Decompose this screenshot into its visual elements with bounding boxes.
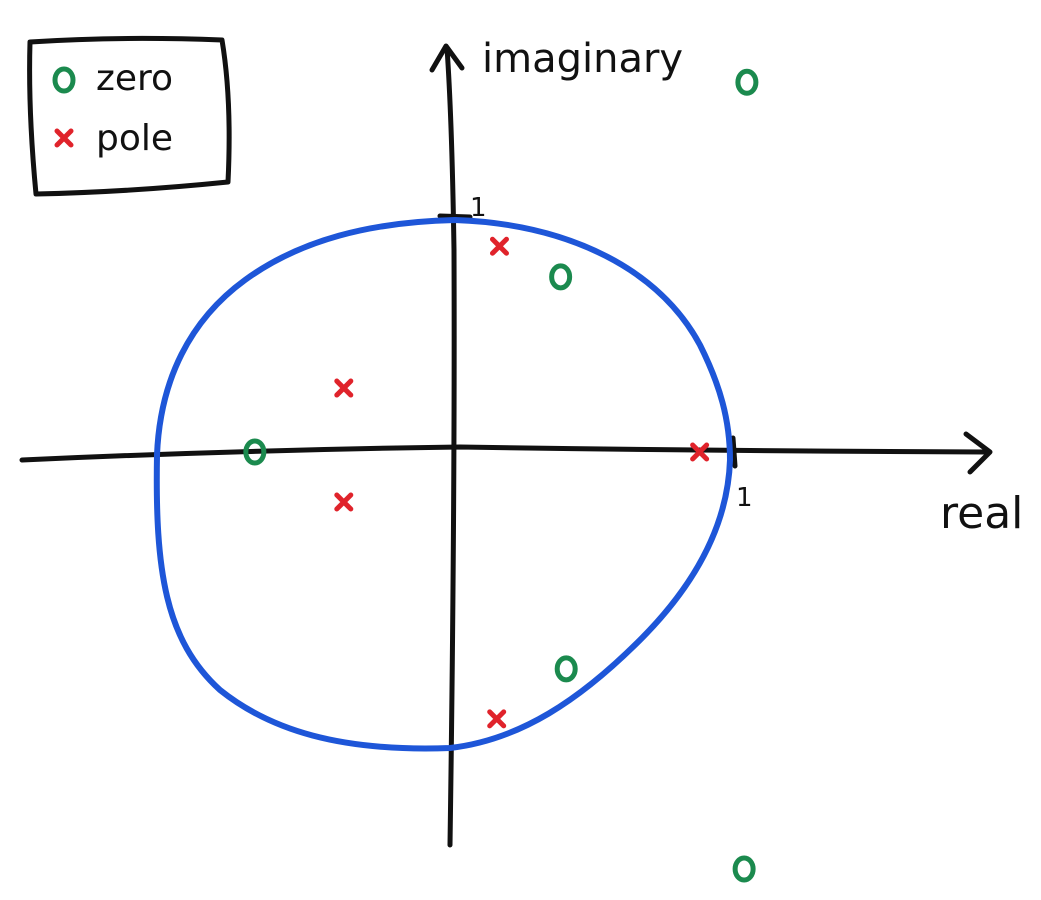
- legend: zero pole: [27, 35, 232, 197]
- imaginary-axis-label: imaginary: [482, 36, 683, 82]
- legend-pole-icon: [54, 128, 74, 148]
- real-tick: [730, 435, 738, 469]
- zero-marker-5: [732, 855, 756, 883]
- pole-marker-3: [334, 492, 354, 512]
- imaginary-axis: [444, 45, 457, 848]
- axes: [19, 43, 993, 848]
- zero-marker-1: [243, 438, 267, 466]
- real-axis-arrowhead: [963, 431, 993, 475]
- zero-marker-4: [735, 68, 759, 96]
- legend-zero-icon: [52, 66, 76, 94]
- real-axis: [19, 444, 988, 463]
- pole-marker-4: [690, 442, 710, 462]
- legend-label-pole: pole: [96, 118, 173, 159]
- unit-circle: [153, 216, 734, 752]
- legend-frame: [27, 35, 232, 197]
- zero-marker-3: [554, 655, 578, 683]
- pole-marker-5: [487, 709, 507, 729]
- imaginary-axis-arrowhead: [429, 43, 465, 73]
- markers: [243, 68, 759, 883]
- real-axis-label: real: [940, 488, 1023, 539]
- imaginary-tick: [437, 213, 473, 220]
- legend-label-zero: zero: [96, 58, 173, 99]
- legend-items: [52, 66, 76, 148]
- real-tick-label: 1: [736, 483, 753, 513]
- zero-marker-2: [549, 263, 573, 291]
- imaginary-tick-label: 1: [470, 193, 487, 223]
- pole-marker-1: [489, 236, 509, 256]
- pole-marker-2: [334, 378, 354, 398]
